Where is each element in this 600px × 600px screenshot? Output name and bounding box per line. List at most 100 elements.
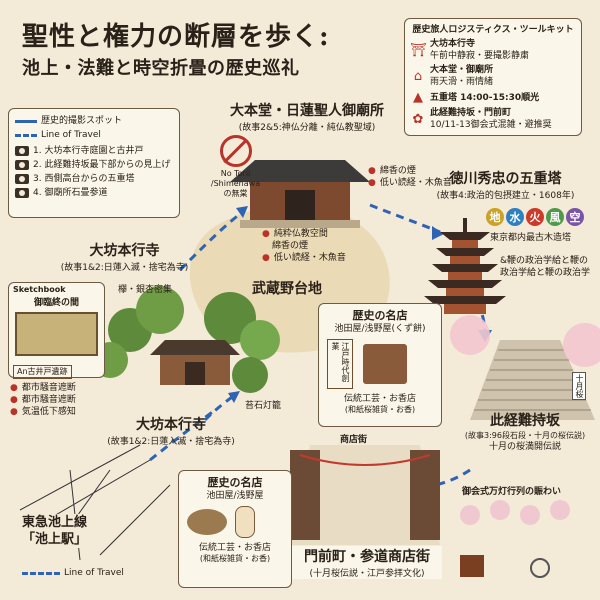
sketchbook-bullet: ●気温低下感知 bbox=[10, 407, 76, 417]
craft-shop-bottom-detail: (和紙桜雑貨・お香) bbox=[199, 554, 271, 563]
toolkit-item-sub: 10/11-13御会式混雑・避推奨 bbox=[430, 120, 552, 130]
camera-icon bbox=[15, 174, 29, 184]
no-torii-badge: No Torii /Shimenawa の無棠 bbox=[208, 135, 263, 199]
toolkit-item: ▲五重塔 14:00-15:30順光 bbox=[410, 90, 576, 105]
legend-spot-item: 2. 此経難持坂最下部からの見上げ bbox=[15, 159, 173, 171]
toolkit-item-title: 大坊本行寺 bbox=[430, 39, 476, 49]
toolkit-item-sub: 午前中静寂・要撮影静粛 bbox=[430, 51, 530, 61]
hall-icon: ⌂ bbox=[413, 68, 423, 84]
travel-line-swatch bbox=[15, 133, 37, 137]
toolkit-item-title: 五重塔 14:00-15:30順光 bbox=[430, 92, 540, 103]
legend-spot-label: 歴史的撮影スポット bbox=[41, 116, 123, 126]
legend-spot-text: 3. 西側高台からの五重塔 bbox=[33, 174, 135, 184]
shop-signboard: 江戸時代創業 bbox=[327, 339, 353, 389]
shop-illustration: 江戸時代創業 bbox=[327, 339, 433, 389]
five-elements: 地水火風空 bbox=[486, 208, 584, 226]
pagoda-caption: 東京都内最古木造塔 bbox=[490, 233, 572, 243]
no-torii-line3: の無棠 bbox=[223, 189, 248, 198]
street-subtitle: (十月桜伝説・江戸参拝文化) bbox=[309, 569, 425, 579]
torii-icon: ⛩ bbox=[410, 42, 427, 58]
toolkit-list: ⛩大坊本行寺午前中静寂・要撮影静粛 ⌂ 大本堂・御廟所雨天滑・雨情緒 ▲五重塔 14:… bbox=[405, 38, 581, 131]
honkoji-bottom-title: 大坊本行寺 bbox=[136, 417, 206, 433]
element-badge: 風 bbox=[546, 208, 564, 226]
street-top-label: 商店街 bbox=[340, 435, 368, 445]
famous-shop-name: 池田屋/浅野屋(くず餅) bbox=[334, 324, 426, 334]
honkoji-temple bbox=[150, 340, 240, 385]
camera-icon bbox=[15, 160, 29, 170]
legend-spot-text: 2. 此経難持坂最下部からの見上げ bbox=[33, 160, 171, 170]
shopping-street-scene bbox=[290, 445, 440, 545]
route-arrow bbox=[228, 391, 240, 403]
station-line-name: 東急池上線 bbox=[22, 515, 88, 530]
street-title: 門前町・参道商店街 bbox=[304, 549, 430, 565]
sketchbook-bullet: ●都市騒音遮断 bbox=[10, 383, 76, 393]
hall-note: ●綿香の煙 bbox=[368, 166, 416, 176]
station-travel-legend: Line of Travel bbox=[22, 567, 124, 579]
legend-spot-text: 1. 大坊本行寺庭園と古井戸 bbox=[33, 146, 144, 156]
shop-building-icon bbox=[363, 344, 407, 384]
famous-shop-bottom-name: 池田屋/浅野屋 bbox=[206, 491, 264, 501]
craft-shop-detail: (和紙桜雑貨・お香) bbox=[344, 405, 416, 414]
element-badge: 火 bbox=[526, 208, 544, 226]
five-storey-pagoda bbox=[424, 218, 506, 314]
honkoji-top-subtitle: (故事1&2:日蓮入滅・捨宅為寺) bbox=[60, 263, 189, 273]
no-torii-line2: /Shimenawa bbox=[210, 179, 261, 188]
famous-shop-title: 歴史の名店 bbox=[352, 309, 408, 322]
hall-center-notes: ●純粋仏教空間 綿香の煙 ●低い読経・木魚音 bbox=[262, 228, 346, 264]
slope-note: 十月の桜満開伝説 bbox=[488, 442, 561, 452]
sketchbook-bullet: ●都市騒音遮断 bbox=[10, 395, 76, 405]
honkoji-label-bottom: 大坊本行寺 (故事1&2:日蓮入滅・捨宅為寺) bbox=[86, 414, 256, 447]
slope-title: 此経難持坂 bbox=[490, 413, 560, 429]
pagoda-title: 徳川秀忠の五重塔 bbox=[449, 171, 562, 187]
famous-shop-panel: 歴史の名店 池田屋/浅野屋(くず餅) 江戸時代創業 伝統工芸・お香店 (和紙桜雑… bbox=[318, 303, 442, 427]
toolkit-item-sub: 雨天滑・雨情緒 bbox=[430, 77, 494, 87]
main-hall-temple bbox=[230, 160, 370, 228]
spot-line-swatch bbox=[15, 119, 37, 123]
page-subtitle: 池上・法難と時空折畳の歴史巡礼 bbox=[22, 58, 300, 79]
camera-icon bbox=[15, 146, 29, 156]
legend-travel-row: Line of Travel bbox=[15, 129, 173, 141]
street-label: 門前町・参道商店街 (十月桜伝説・江戸参拝文化) bbox=[292, 546, 442, 579]
toolkit-item-title: 此経難持坂・門前町 bbox=[430, 108, 512, 118]
camera-icon bbox=[15, 188, 29, 198]
route-hall-pagoda bbox=[369, 203, 441, 234]
kuzumochi-plate-icon bbox=[187, 509, 227, 535]
stone-lantern-label: 苔石灯籠 bbox=[245, 401, 282, 411]
center-note: ●純粋仏教空間 bbox=[262, 229, 328, 239]
festival-lanterns bbox=[460, 500, 570, 578]
legend-spot-item: 1. 大坊本行寺庭園と古井戸 bbox=[15, 145, 173, 157]
station-travel-swatch bbox=[22, 571, 60, 575]
toolkit-item: ✿ 此経難持坂・門前町 10/11-13御会式混雑・避推奨 bbox=[410, 107, 576, 131]
pagoda-note: &鞭の政治学給と鞭の政治学給と鞭の政治学 bbox=[500, 256, 591, 278]
slope-subtitle: (故事3:96段石段・十月の桜伝説) bbox=[464, 431, 586, 440]
legend-spot-list: 1. 大坊本行寺庭園と古井戸 2. 此経難持坂最下部からの見上げ 3. 西側高台から… bbox=[9, 145, 179, 199]
famous-shop-bottom-title: 歴史の名店 bbox=[207, 476, 263, 489]
route-honkoji-hall bbox=[178, 208, 246, 272]
center-note: ●低い読経・木魚音 bbox=[262, 253, 346, 263]
station-label: 東急池上線 「池上駅」 bbox=[22, 514, 88, 548]
element-badge: 水 bbox=[506, 208, 524, 226]
honkoji-top-title: 大坊本行寺 bbox=[89, 243, 160, 259]
craft-shop-bottom-label: 伝統工芸・お香店 bbox=[198, 543, 271, 553]
sakura-icon: ✿ bbox=[412, 111, 424, 127]
sketchbook-bullets: ●都市騒音遮断 ●都市騒音遮断 ●気温低下感知 bbox=[10, 382, 76, 418]
sketchbook-label: Sketchbook bbox=[13, 285, 66, 294]
no-torii-icon bbox=[219, 135, 252, 167]
center-note: 綿香の煙 bbox=[272, 241, 309, 251]
map-legend: 歴史的撮影スポット Line of Travel 1. 大坊本行寺庭園と古井戸 2… bbox=[8, 108, 180, 218]
pagoda-subtitle: (故事4:政治的包摂建立・1608年) bbox=[436, 191, 575, 201]
main-hall-label: 大本堂・日蓮聖人御廟所 (故事2&5:神仏分離・純仏教聖域) bbox=[222, 100, 392, 133]
pagoda-label: 徳川秀忠の五重塔 (故事4:政治的包摂建立・1608年) bbox=[418, 168, 593, 201]
element-badge: 地 bbox=[486, 208, 504, 226]
toolkit-item-title: 大本堂・御廟所 bbox=[430, 65, 494, 75]
old-well-label: An古井戸遺跡 bbox=[13, 365, 72, 379]
toolkit-item: ⛩大坊本行寺午前中静寂・要撮影静粛 bbox=[410, 38, 576, 62]
hall-note: ●低い読経・木魚音 bbox=[368, 178, 452, 188]
legend-spot-row: 歴史的撮影スポット bbox=[15, 115, 173, 127]
no-torii-line1: No Torii bbox=[220, 169, 251, 178]
sketchbook-panel: Sketchbook 御臨終の間 An古井戸遺跡 bbox=[8, 282, 105, 379]
toolkit-item: ⌂ 大本堂・御廟所雨天滑・雨情緒 bbox=[410, 64, 576, 88]
route-arrow bbox=[236, 206, 248, 218]
main-hall-subtitle: (故事2&5:神仏分離・純仏教聖域) bbox=[238, 123, 376, 133]
